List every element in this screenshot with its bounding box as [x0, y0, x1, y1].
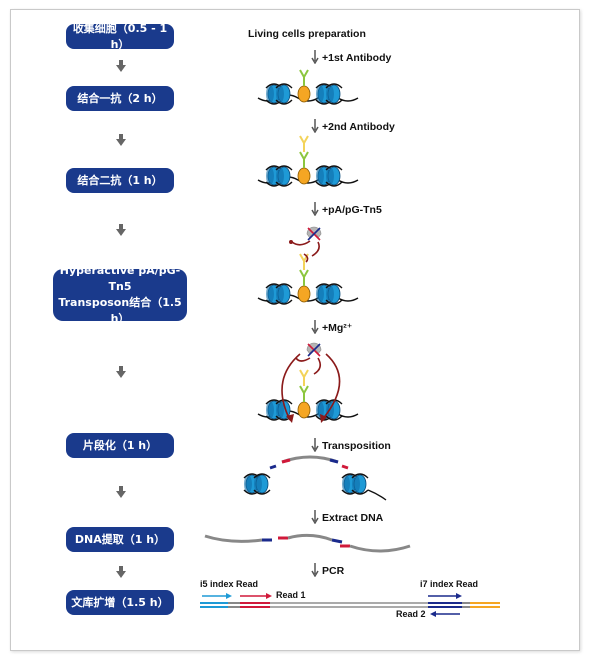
label-extract-dna: Extract DNA — [322, 512, 384, 524]
pa-tn5-complex — [289, 226, 322, 257]
label-read-1: Read 1 — [276, 590, 306, 600]
down-arrow-icon — [311, 119, 319, 133]
step-label: 收集细胞（0.5 - 1 h） — [72, 21, 168, 51]
down-arrow-icon — [116, 60, 126, 72]
label-mg: +Mg²⁺ — [322, 322, 353, 334]
label-living-cells: Living cells preparation — [248, 28, 366, 40]
label-read-2: Read 2 — [396, 609, 426, 619]
down-arrow-icon — [116, 134, 126, 146]
label-second-antibody: +2nd Antibody — [322, 121, 395, 133]
label-pa-tn5: +pA/pG-Tn5 — [322, 204, 382, 216]
chromatin-with-secondary-antibody — [258, 135, 358, 186]
step-label-line1: Hyperactive pA/pG-Tn5 — [59, 264, 181, 293]
step-label: DNA提取（1 h） — [74, 532, 166, 546]
down-arrow-icon — [116, 224, 126, 236]
down-arrow-icon — [311, 50, 319, 64]
step-fragmentation: 片段化（1 h） — [66, 433, 174, 458]
step-label: 结合一抗（2 h） — [77, 91, 163, 105]
label-i7-index-read: i7 index Read — [420, 579, 479, 589]
tn5-activation — [258, 342, 358, 423]
step-library-amplification: 文库扩增（1.5 h） — [66, 590, 174, 615]
step-label-line2: Transposon结合（1.5 h） — [58, 296, 182, 325]
down-arrow-icon — [116, 486, 126, 498]
down-arrow-icon — [116, 366, 126, 378]
label-first-antibody: +1st Antibody — [322, 52, 392, 64]
label-i5-index-read: i5 index Read — [200, 579, 259, 589]
step-label: 结合二抗（1 h） — [77, 173, 163, 187]
step-dna-extraction: DNA提取（1 h） — [66, 527, 174, 552]
label-pcr: PCR — [322, 565, 345, 577]
extracted-dna — [204, 533, 411, 553]
down-arrow-icon — [311, 563, 319, 577]
chromatin-with-tn5 — [258, 253, 358, 304]
down-arrow-icon — [311, 438, 319, 452]
down-arrow-icon — [311, 320, 319, 334]
chromatin-with-primary-antibody — [258, 69, 358, 104]
down-arrow-icon — [311, 510, 319, 524]
step-label: 文库扩增（1.5 h） — [71, 595, 169, 609]
step-collect-cells: 收集细胞（0.5 - 1 h） — [66, 22, 174, 51]
label-transposition: Transposition — [322, 440, 391, 452]
down-arrow-icon — [116, 566, 126, 578]
step-label: 片段化（1 h） — [82, 438, 158, 452]
step-primary-antibody: 结合一抗（2 h） — [66, 86, 174, 111]
pcr-library — [200, 593, 500, 617]
step-tn5-binding: Hyperactive pA/pG-Tn5 Transposon结合（1.5 h… — [53, 264, 187, 325]
fragmented-chromatin — [244, 455, 387, 501]
step-secondary-antibody: 结合二抗（1 h） — [66, 168, 174, 193]
down-arrow-icon — [311, 202, 319, 216]
